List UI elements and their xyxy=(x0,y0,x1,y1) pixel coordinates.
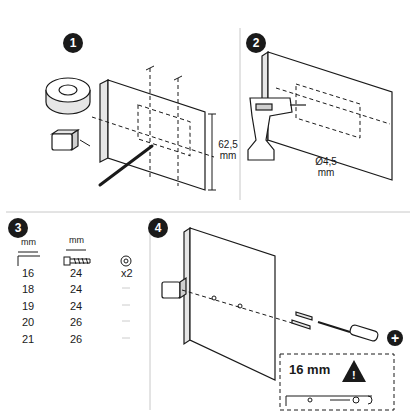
callout-number: 4 xyxy=(148,218,168,238)
callout-number: 1 xyxy=(63,33,83,53)
column-unit: mm xyxy=(21,238,36,248)
warning-symbol: ! xyxy=(352,369,356,381)
dimension: Ø4,5 mm xyxy=(311,156,341,178)
callout-number: 3 xyxy=(8,218,28,238)
callout-text: 1 xyxy=(70,36,77,50)
table-cell: 21 xyxy=(22,333,34,345)
dimension: 16 mm xyxy=(289,363,330,377)
column-unit: mm xyxy=(69,236,84,246)
table-cell: 24 xyxy=(70,283,82,295)
table-cell: 16 xyxy=(22,267,34,279)
table-cell: 24 xyxy=(70,267,82,279)
callout-text: 2 xyxy=(253,36,260,50)
table-cell: 26 xyxy=(70,316,82,328)
table-cell: 19 xyxy=(22,300,34,312)
table-cell: 20 xyxy=(22,316,34,328)
quantity: x2 xyxy=(121,267,133,279)
callout-number: 2 xyxy=(246,33,266,53)
table-cell: 24 xyxy=(70,300,82,312)
callout-text: 3 xyxy=(15,221,22,235)
plus-symbol: + xyxy=(387,330,403,346)
table-cell: 18 xyxy=(22,283,34,295)
table-cell: 26 xyxy=(70,333,82,345)
dimension: 62,5 mm xyxy=(213,139,243,161)
callout-text: 4 xyxy=(155,221,162,235)
